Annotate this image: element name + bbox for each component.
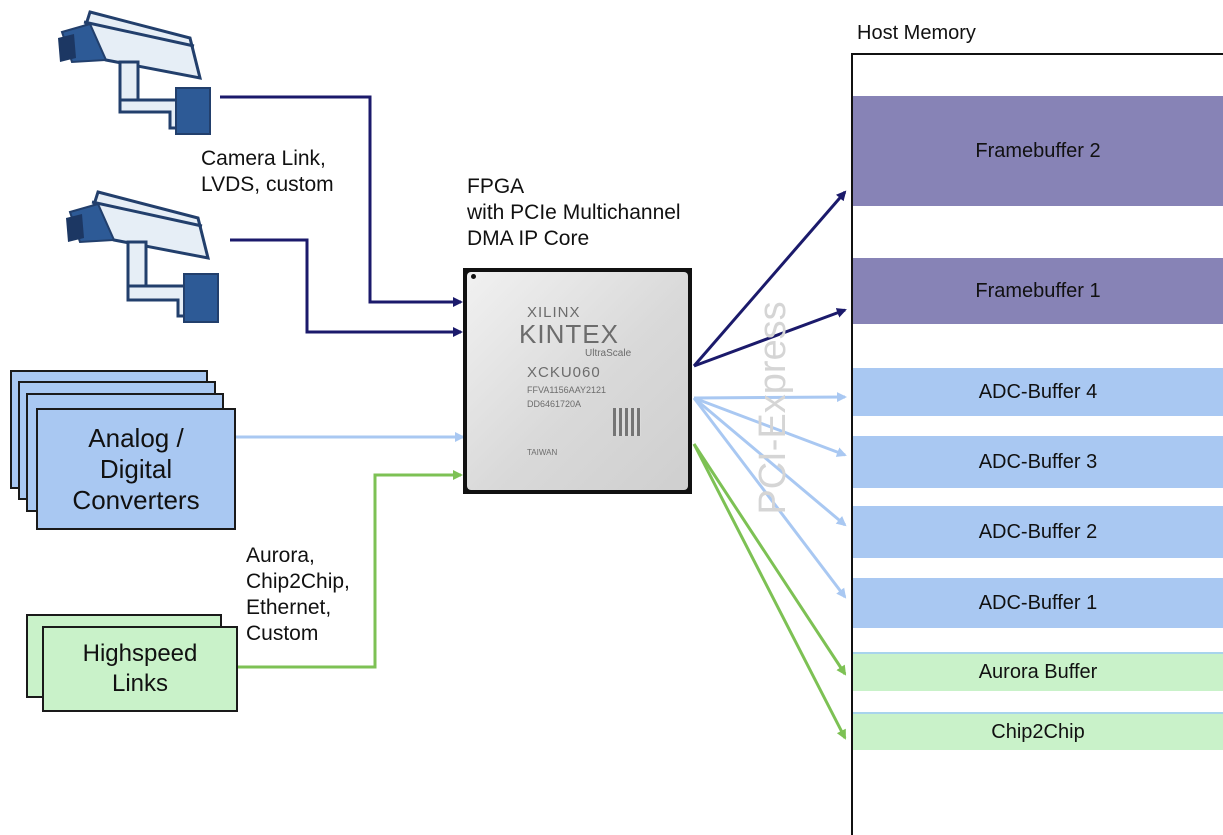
security-camera-icon	[58, 10, 211, 135]
buffer-label: ADC-Buffer 3	[978, 450, 1098, 473]
links-caption-line: Aurora,	[246, 544, 315, 567]
to-aurora-buffer-arrow	[692, 443, 847, 676]
fpga-caption-line: DMA IP Core	[467, 227, 590, 250]
memory-buffer-adc-4: ADC-Buffer 4	[853, 368, 1223, 416]
security-camera-icon	[66, 190, 219, 323]
to-adc-buffer-1-arrow	[692, 397, 847, 599]
chip-part: XCKU060	[527, 364, 601, 381]
buffer-label: ADC-Buffer 4	[978, 380, 1098, 403]
chip-datamatrix	[613, 408, 641, 436]
highspeed-links-box: Highspeed Links	[42, 626, 238, 712]
highspeed-links-label: Highspeed Links	[44, 628, 236, 710]
buffer-label: Aurora Buffer	[978, 661, 1098, 683]
camera-caption-line: LVDS, custom	[201, 173, 334, 196]
memory-buffer-adc-3: ADC-Buffer 3	[853, 436, 1223, 488]
memory-buffer-adc-1: ADC-Buffer 1	[853, 578, 1223, 628]
adc-label-line: Converters	[72, 484, 200, 515]
highspeed-input-arrow	[236, 470, 463, 669]
fpga-caption-line: FPGA	[467, 175, 525, 198]
adc-label-line: Analog /	[88, 422, 184, 453]
chip-brand: XILINX	[527, 304, 581, 321]
to-adc-buffer-4-arrow	[693, 392, 847, 403]
fpga-chip-image: XILINX KINTEX UltraScale XCKU060 FFVA115…	[463, 268, 692, 494]
camera-2-link-arrow	[230, 238, 463, 337]
chip-family: KINTEX	[519, 319, 619, 349]
links-interface-caption: Aurora, Chip2Chip, Ethernet, Custom	[246, 543, 350, 647]
memory-buffer-framebuffer-2: Framebuffer 2	[853, 96, 1223, 206]
buffer-label: Framebuffer 1	[975, 279, 1101, 302]
camera-interface-caption: Camera Link, LVDS, custom	[201, 146, 334, 198]
chip-pin1-dot	[471, 274, 476, 279]
camera-caption-line: Camera Link,	[201, 147, 326, 170]
to-framebuffer-1-arrow	[693, 308, 847, 368]
hs-label-line: Highspeed	[82, 640, 198, 667]
to-framebuffer-2-arrow	[692, 190, 847, 367]
buffer-label: ADC-Buffer 1	[978, 591, 1098, 614]
memory-buffer-chip2chip: Chip2Chip	[853, 712, 1223, 750]
chip-origin: TAIWAN	[527, 448, 558, 457]
chip-line1: FFVA1156AAY2121	[527, 385, 607, 395]
fpga-caption-line: with PCIe Multichannel	[467, 201, 681, 224]
to-chip2chip-buffer-arrow	[692, 443, 847, 740]
buffer-label: Chip2Chip	[991, 720, 1085, 743]
links-caption-line: Custom	[246, 622, 319, 645]
host-memory-title: Host Memory	[857, 22, 976, 44]
chip-series: UltraScale	[585, 348, 632, 359]
chip-line2: DD6461720A	[527, 399, 582, 409]
buffer-label: ADC-Buffer 2	[978, 520, 1098, 543]
to-adc-buffer-3-arrow	[693, 396, 847, 457]
hs-label-line: Links	[111, 670, 169, 697]
host-memory-region	[851, 53, 1223, 835]
adc-label-line: Digital	[99, 453, 173, 484]
pci-express-label: PCI-Express	[752, 301, 794, 515]
adc-converters-box: Analog / Digital Converters	[36, 408, 236, 530]
to-adc-buffer-2-arrow	[693, 396, 847, 527]
buffer-label: Framebuffer 2	[975, 139, 1101, 162]
memory-buffer-framebuffer-1: Framebuffer 1	[853, 258, 1223, 324]
memory-buffer-adc-2: ADC-Buffer 2	[853, 506, 1223, 558]
adc-converters-label: Analog / Digital Converters	[38, 410, 234, 528]
memory-buffer-aurora: Aurora Buffer	[853, 652, 1223, 691]
links-caption-line: Ethernet,	[246, 596, 332, 619]
camera-1-link-arrow	[220, 95, 463, 307]
links-caption-line: Chip2Chip,	[246, 570, 350, 593]
fpga-caption: FPGA with PCIe Multichannel DMA IP Core	[467, 174, 681, 252]
